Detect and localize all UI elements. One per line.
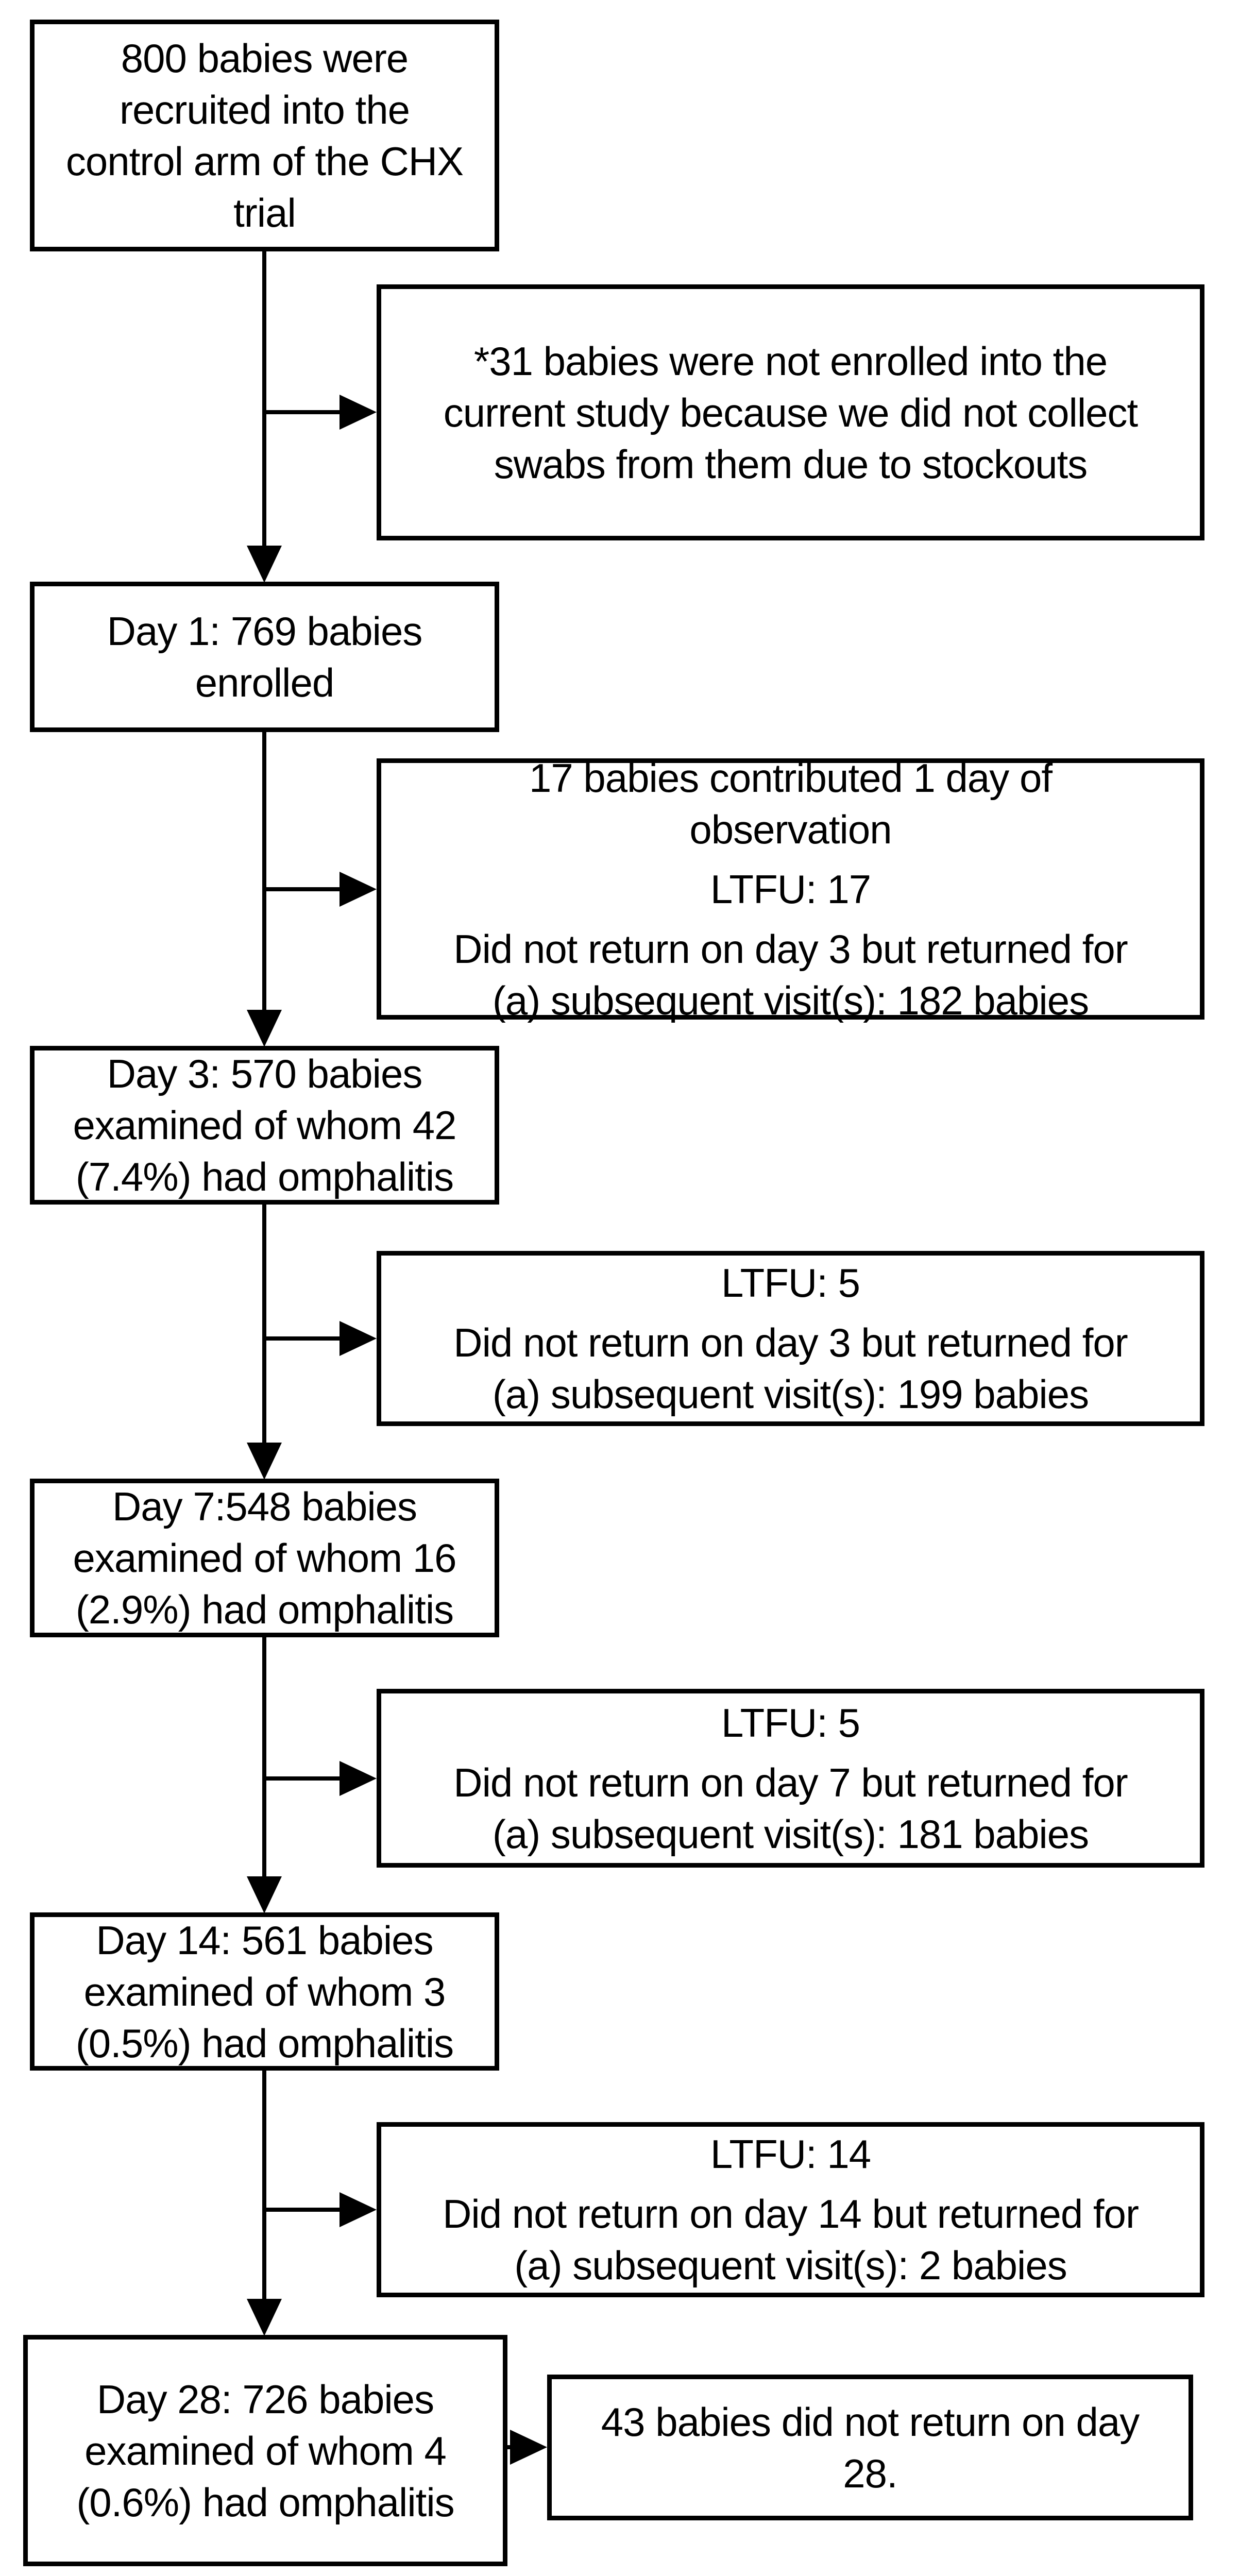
box-not-enrolled-note: *31 babies were not enrolled into the cur… [377, 284, 1204, 540]
arrowhead-right-day28-no-return [510, 2430, 547, 2465]
text-line: Day 14: 561 babies [96, 1917, 433, 1963]
text-paragraph: Day 28: 726 babies examined of whom 4 (0.6… [76, 2374, 454, 2528]
connector-recruited-day1 [262, 251, 266, 554]
text-line: (2.9%) had omphalitis [75, 1587, 454, 1632]
text-paragraph: LTFU: 5 [721, 1257, 860, 1309]
connector-day3-day7 [262, 1205, 266, 1451]
text-paragraph: 17 babies contributed 1 day of observatio… [529, 752, 1053, 855]
text-line: control arm of the CHX [65, 139, 464, 184]
text-line: (7.4%) had omphalitis [75, 1154, 454, 1199]
text-paragraph: 800 babies were recruited into the control… [65, 32, 464, 239]
text-paragraph: LTFU: 17 [710, 863, 871, 915]
text-paragraph: Day 14: 561 babies examined of whom 3 (0.5… [75, 1914, 454, 2069]
text-paragraph: Did not return on day 14 but returned fo… [443, 2188, 1139, 2291]
text-line: Day 28: 726 babies [96, 2376, 434, 2422]
text-line: LTFU: 17 [710, 866, 871, 912]
text-line: LTFU: 14 [710, 2131, 871, 2177]
connector-branch-day3-ltfu [262, 1336, 341, 1341]
box-day1-ltfu: 17 babies contributed 1 day of observatio… [377, 755, 1204, 1023]
connector-branch-day14-ltfu [262, 2208, 341, 2212]
text-line: examined of whom 3 [83, 1969, 446, 2014]
box-day14-ltfu: LTFU: 14 Did not return on day 14 but ret… [377, 2122, 1204, 2297]
text-line: (0.5%) had omphalitis [75, 2020, 454, 2066]
text-paragraph: LTFU: 14 [710, 2128, 871, 2180]
text-line: swabs from them due to stockouts [494, 441, 1088, 487]
arrowhead-right-day1-ltfu [340, 872, 377, 907]
text-line: Did not return on day 3 but returned for [453, 926, 1128, 972]
connector-day7-day14 [262, 1637, 266, 1885]
text-line: observation [689, 806, 892, 852]
text-paragraph: Did not return on day 3 but returned for… [453, 923, 1128, 1026]
text-line: examined of whom 4 [84, 2428, 447, 2473]
text-line: LTFU: 5 [721, 1700, 860, 1745]
arrowhead-right-day14-ltfu [340, 2192, 377, 2227]
text-line: examined of whom 42 [73, 1103, 456, 1148]
text-line: Day 7:548 babies [112, 1484, 417, 1529]
arrowhead-down-day14 [247, 1876, 282, 1913]
text-paragraph: LTFU: 5 [721, 1697, 860, 1749]
arrowhead-right-day7-ltfu [340, 1761, 377, 1796]
text-line: (a) subsequent visit(s): 2 babies [514, 2243, 1067, 2288]
text-line: examined of whom 16 [73, 1535, 456, 1581]
box-day3-ltfu: LTFU: 5 Did not return on day 3 but retur… [377, 1251, 1204, 1426]
text-paragraph: Day 1: 769 babies enrolled [107, 605, 423, 708]
text-line: (a) subsequent visit(s): 182 babies [492, 977, 1089, 1023]
arrowhead-down-day7 [247, 1443, 282, 1480]
box-day7-examined: Day 7:548 babies examined of whom 16 (2.9%… [30, 1479, 499, 1637]
text-paragraph: Day 3: 570 babies examined of whom 42 (7.4… [73, 1048, 456, 1202]
arrowhead-right-day3-ltfu [340, 1321, 377, 1356]
text-line: current study because we did not collect [443, 389, 1138, 435]
text-paragraph: 43 babies did not return on day 28. [601, 2396, 1140, 2499]
connector-day1-day3 [262, 732, 266, 1018]
text-line: *31 babies were not enrolled into the [473, 338, 1108, 384]
arrowhead-right-not-enrolled [340, 395, 377, 430]
box-day28-examined: Day 28: 726 babies examined of whom 4 (0.6… [23, 2335, 507, 2566]
text-paragraph: Day 7:548 babies examined of whom 16 (2.9%… [73, 1481, 456, 1635]
connector-branch-not-enrolled [262, 410, 341, 414]
text-line: trial [233, 190, 296, 235]
arrowhead-down-day1 [247, 546, 282, 583]
text-line: LTFU: 5 [721, 1260, 860, 1306]
box-recruited: 800 babies were recruited into the control… [30, 20, 499, 251]
text-line: (a) subsequent visit(s): 181 babies [492, 1811, 1089, 1857]
text-line: 43 babies did not return on day [601, 2399, 1140, 2445]
text-line: Day 1: 769 babies [107, 608, 423, 654]
box-day28-no-return: 43 babies did not return on day 28. [547, 2375, 1193, 2520]
connector-day14-day28 [262, 2071, 266, 2307]
text-line: Did not return on day 14 but returned fo… [443, 2191, 1139, 2236]
box-day14-examined: Day 14: 561 babies examined of whom 3 (0.5… [30, 1912, 499, 2071]
text-line: (0.6%) had omphalitis [76, 2479, 454, 2525]
text-line: (a) subsequent visit(s): 199 babies [492, 1371, 1089, 1417]
text-line: recruited into the [119, 87, 410, 132]
arrowhead-down-day3 [247, 1010, 282, 1047]
box-day1-enrolled: Day 1: 769 babies enrolled [30, 582, 499, 732]
text-line: enrolled [195, 660, 335, 705]
connector-branch-day1-ltfu [262, 887, 341, 891]
arrowhead-down-day28 [247, 2299, 282, 2336]
connector-branch-day7-ltfu [262, 1776, 341, 1781]
text-paragraph: Did not return on day 7 but returned for… [453, 1757, 1128, 1860]
text-line: Did not return on day 7 but returned for [453, 1759, 1128, 1805]
text-paragraph: Did not return on day 3 but returned for… [453, 1317, 1128, 1420]
text-line: 17 babies contributed 1 day of [529, 755, 1053, 801]
text-line: Did not return on day 3 but returned for [453, 1320, 1128, 1365]
box-day7-ltfu: LTFU: 5 Did not return on day 7 but retur… [377, 1689, 1204, 1868]
text-line: 28. [843, 2450, 897, 2496]
text-line: 800 babies were [121, 36, 409, 81]
box-day3-examined: Day 3: 570 babies examined of whom 42 (7.4… [30, 1046, 499, 1205]
text-paragraph: *31 babies were not enrolled into the cur… [444, 335, 1138, 490]
text-line: Day 3: 570 babies [107, 1051, 423, 1096]
